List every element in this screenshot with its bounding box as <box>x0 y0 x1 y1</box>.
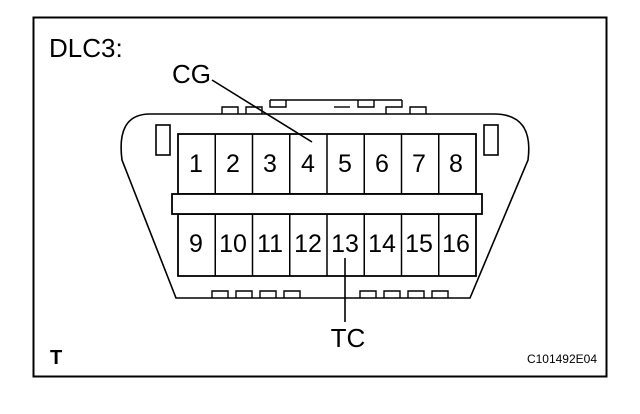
pin-12: 12 <box>294 230 322 258</box>
pin-dividers <box>214 134 440 276</box>
bottom-tabs <box>211 290 449 298</box>
center-divider-bar <box>171 193 483 215</box>
pin-10: 10 <box>219 230 247 258</box>
pin-5: 5 <box>338 150 352 178</box>
pin-11: 11 <box>257 230 283 258</box>
pin-1: 1 <box>189 150 203 178</box>
pin-7: 7 <box>412 150 426 178</box>
pin-14: 14 <box>368 230 396 258</box>
figure-code: C101492E04 <box>527 352 597 366</box>
pin-2: 2 <box>226 150 240 178</box>
pin-6: 6 <box>375 150 389 178</box>
pin-4: 4 <box>301 150 315 178</box>
pin-8: 8 <box>449 150 463 178</box>
right-latch-slot <box>483 124 499 156</box>
pin-13: 13 <box>331 230 359 258</box>
left-latch-slot <box>155 124 171 156</box>
callout-tc-label: TC <box>331 323 366 353</box>
pin-15: 15 <box>405 230 433 258</box>
pin-labels-bottom: 9 10 11 12 13 14 15 16 <box>189 230 470 258</box>
callout-cg-leader <box>211 79 313 143</box>
pin-16: 16 <box>442 230 470 258</box>
corner-mark: T <box>50 347 62 369</box>
pin-3: 3 <box>263 150 277 178</box>
callout-cg-label: CG <box>172 59 211 89</box>
diagram-title: DLC3: <box>49 33 123 63</box>
pin-9: 9 <box>189 230 203 258</box>
top-key-notch <box>221 99 427 114</box>
pin-labels-top: 1 2 3 4 5 6 7 8 <box>189 150 463 178</box>
